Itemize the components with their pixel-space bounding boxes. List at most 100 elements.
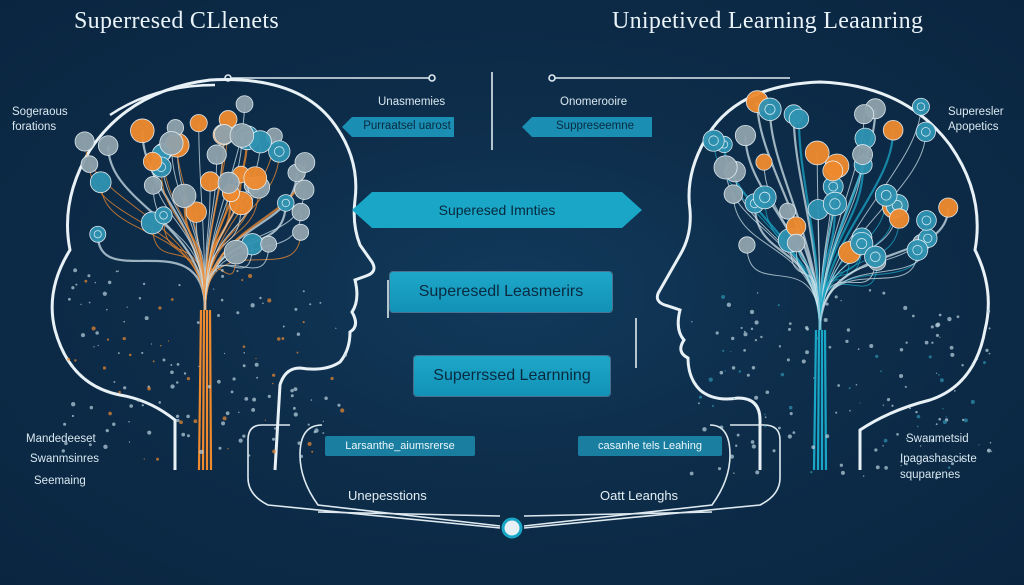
center-tag-left: Unasmemies (378, 96, 446, 108)
bottom-label-left: Unepesstions (348, 488, 427, 503)
particle-dot (787, 434, 792, 439)
particle-dot (875, 465, 880, 470)
particle-dot (805, 350, 809, 355)
particle-dot (840, 470, 845, 475)
particle-dot (717, 467, 722, 471)
particle-dot (84, 279, 88, 283)
particle-dot (970, 399, 975, 404)
particle-dot (900, 460, 903, 463)
network-node (217, 171, 240, 194)
side-label-mid-left-3: Seemaing (34, 475, 86, 487)
tree-trunk-line (201, 309, 206, 471)
particle-dot (724, 370, 727, 372)
node-icon (856, 238, 868, 250)
particle-dot (896, 433, 899, 436)
network-node (752, 185, 777, 210)
particle-dot (904, 385, 907, 388)
network-node (130, 118, 155, 144)
tree-branch (204, 135, 243, 311)
particle-dot (908, 407, 911, 410)
network-node (916, 210, 937, 231)
particle-dot (319, 301, 322, 304)
particle-dot (282, 325, 285, 328)
right-node-cluster (702, 90, 959, 271)
network-node (882, 119, 904, 141)
particle-dot (150, 343, 153, 345)
particle-dot (251, 408, 256, 412)
particle-dot (780, 372, 785, 377)
particle-dot (273, 427, 277, 430)
particle-dot (123, 386, 127, 390)
particle-dot (232, 377, 236, 381)
particle-dot (255, 357, 257, 360)
particle-dot (236, 311, 240, 315)
particle-dot (702, 427, 707, 432)
particle-dot (787, 327, 792, 331)
particle-dot (217, 379, 221, 384)
particle-dot (128, 353, 132, 357)
network-node (159, 131, 184, 156)
particle-dot (217, 313, 220, 317)
particle-dot (330, 376, 334, 381)
particle-dot (789, 412, 793, 416)
tree-branch (746, 244, 821, 331)
particle-dot (891, 404, 894, 407)
particle-dot (264, 419, 266, 421)
particle-dot (250, 303, 255, 308)
particle-dot (733, 398, 735, 400)
side-label-mid-right-1: Swanmetsid (906, 433, 969, 445)
network-node (172, 183, 197, 208)
particle-dot (290, 388, 294, 393)
network-node (142, 151, 163, 172)
connector-lines (224, 72, 790, 529)
right-particle-dots (689, 289, 993, 480)
node-icon (93, 230, 102, 239)
particle-dot (309, 303, 312, 306)
particle-dot (193, 419, 198, 424)
particle-dot (183, 372, 187, 375)
network-node (80, 155, 99, 173)
left-head-outline (50, 78, 376, 471)
particle-dot (123, 320, 126, 323)
center-tag-right: Onomerooire (560, 96, 628, 108)
particle-dot (159, 344, 162, 347)
particle-dot (976, 358, 979, 360)
particle-dot (746, 373, 750, 377)
particle-dot (218, 446, 222, 450)
tree-branch (818, 203, 837, 331)
network-node (89, 225, 107, 243)
particle-dot (102, 366, 107, 370)
network-node (734, 124, 756, 147)
particle-dot (294, 307, 298, 311)
particle-dot (170, 370, 174, 375)
particle-dot (115, 270, 118, 273)
left-node-cluster (74, 95, 316, 265)
particle-dot (990, 450, 993, 452)
particle-dot (102, 291, 107, 296)
tree-trunk-line (208, 309, 213, 471)
particle-dot (750, 327, 754, 331)
network-node (755, 153, 773, 171)
particle-dot (823, 317, 828, 323)
particle-dot (880, 370, 882, 373)
particle-dot (214, 269, 218, 272)
particle-dot (719, 370, 724, 375)
banner-left-label: Purraatsel uarost (363, 120, 451, 132)
particle-dot (213, 288, 215, 290)
particle-dot (238, 411, 240, 414)
particle-dot (236, 270, 239, 273)
particle-dot (754, 338, 758, 342)
particle-dot (988, 352, 991, 355)
particle-dot (911, 314, 915, 318)
network-node (786, 216, 807, 237)
particle-dot (811, 445, 816, 450)
particle-dot (869, 343, 874, 349)
particle-dot (874, 448, 878, 452)
particle-dot (722, 349, 725, 352)
particle-dot (175, 381, 179, 384)
particle-dot (88, 301, 91, 304)
particle-dot (144, 316, 149, 321)
particle-dot (905, 462, 908, 466)
particle-dot (848, 387, 851, 390)
network-node (294, 152, 316, 173)
